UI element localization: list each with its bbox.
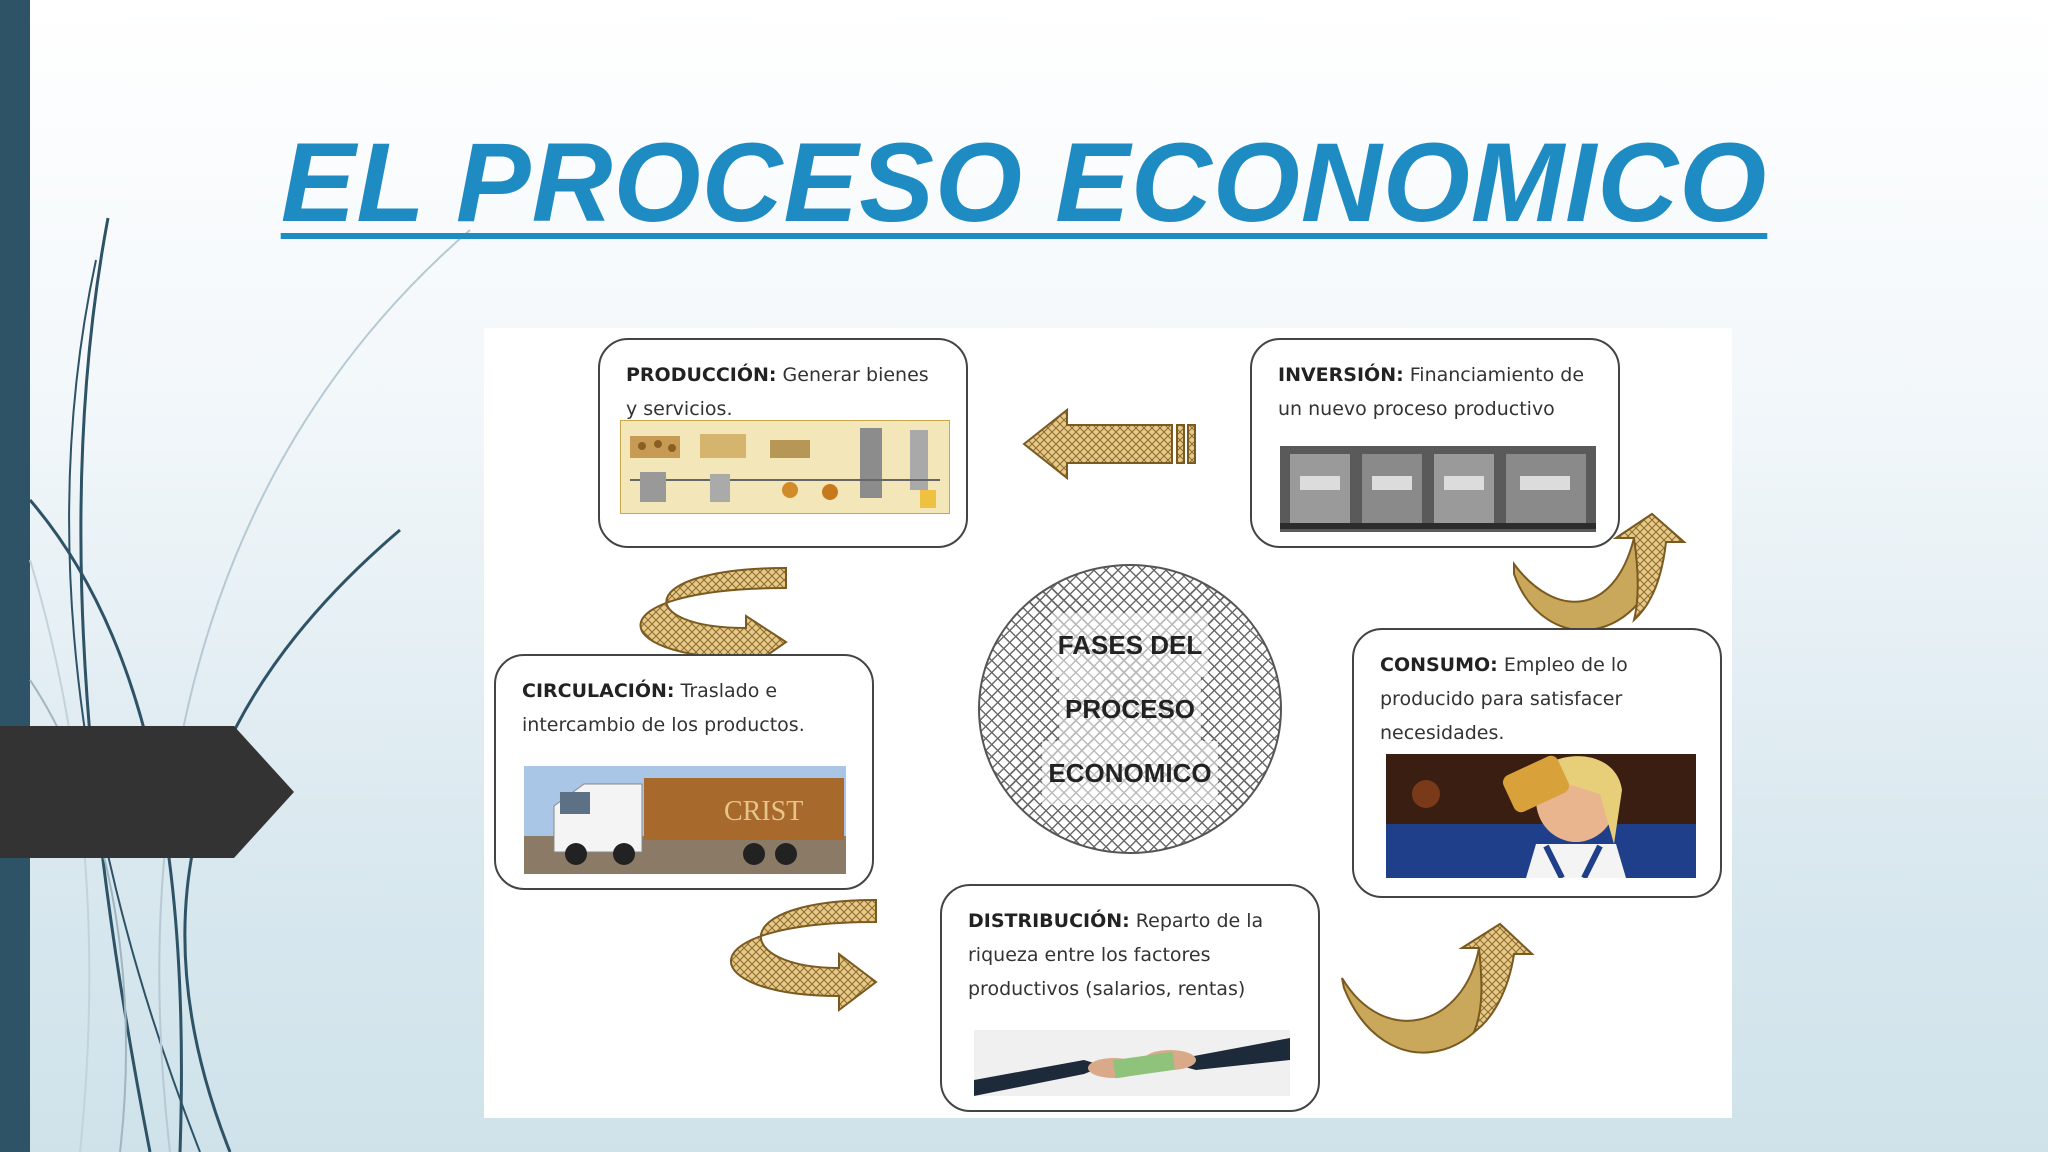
center-title-line3: ECONOMICO [1042, 741, 1218, 805]
phase-text: Traslado e intercambio de los productos. [522, 680, 805, 736]
phase-text: Financiamiento de un nuevo proceso produ… [1278, 364, 1585, 420]
center-title-line2: PROCESO [1058, 677, 1202, 741]
drinking-person-icon [1386, 754, 1696, 878]
phase-box-distribucion: DISTRIBUCIÓN: Reparto de la riqueza entr… [940, 884, 1320, 1112]
phase-label: DISTRIBUCIÓN: [968, 910, 1130, 932]
phase-box-inversion: INVERSIÓN: Financiamiento de un nuevo pr… [1250, 338, 1620, 548]
phase-label: INVERSIÓN: [1278, 364, 1404, 386]
machinery-icon [1280, 446, 1596, 532]
truck-icon: CRIST [524, 766, 846, 874]
arrow-tab-shape [0, 726, 294, 858]
curved-arrow-right-icon [729, 898, 878, 1013]
center-phases-circle: FASES DEL PROCESO ECONOMICO [978, 564, 1282, 854]
diagram-panel: PRODUCCIÓN: Generar bienes y servicios. … [484, 328, 1732, 1118]
curved-arrow-up-icon [1341, 922, 1535, 1054]
phase-box-circulacion: CIRCULACIÓN: Traslado e intercambio de l… [494, 654, 874, 890]
slide-title: EL PROCESO ECONOMICO [280, 120, 1768, 245]
phase-label: CONSUMO: [1380, 654, 1498, 676]
factory-process-icon [620, 420, 950, 514]
phase-text: Empleo de lo producido para satisfacer n… [1380, 654, 1628, 744]
left-accent-bar [0, 0, 30, 1152]
phase-box-consumo: CONSUMO: Empleo de lo producido para sat… [1352, 628, 1722, 898]
phase-text: Generar bienes y servicios. [626, 364, 929, 420]
arrow-left-icon [1022, 407, 1196, 481]
phase-label: PRODUCCIÓN: [626, 364, 777, 386]
money-handover-icon [974, 1030, 1290, 1096]
svg-text:CRIST: CRIST [724, 796, 803, 827]
phase-box-produccion: PRODUCCIÓN: Generar bienes y servicios. [598, 338, 968, 548]
phase-label: CIRCULACIÓN: [522, 680, 675, 702]
phase-text: Reparto de la riqueza entre los factores… [968, 910, 1264, 1000]
center-title-line1: FASES DEL [1051, 613, 1209, 677]
